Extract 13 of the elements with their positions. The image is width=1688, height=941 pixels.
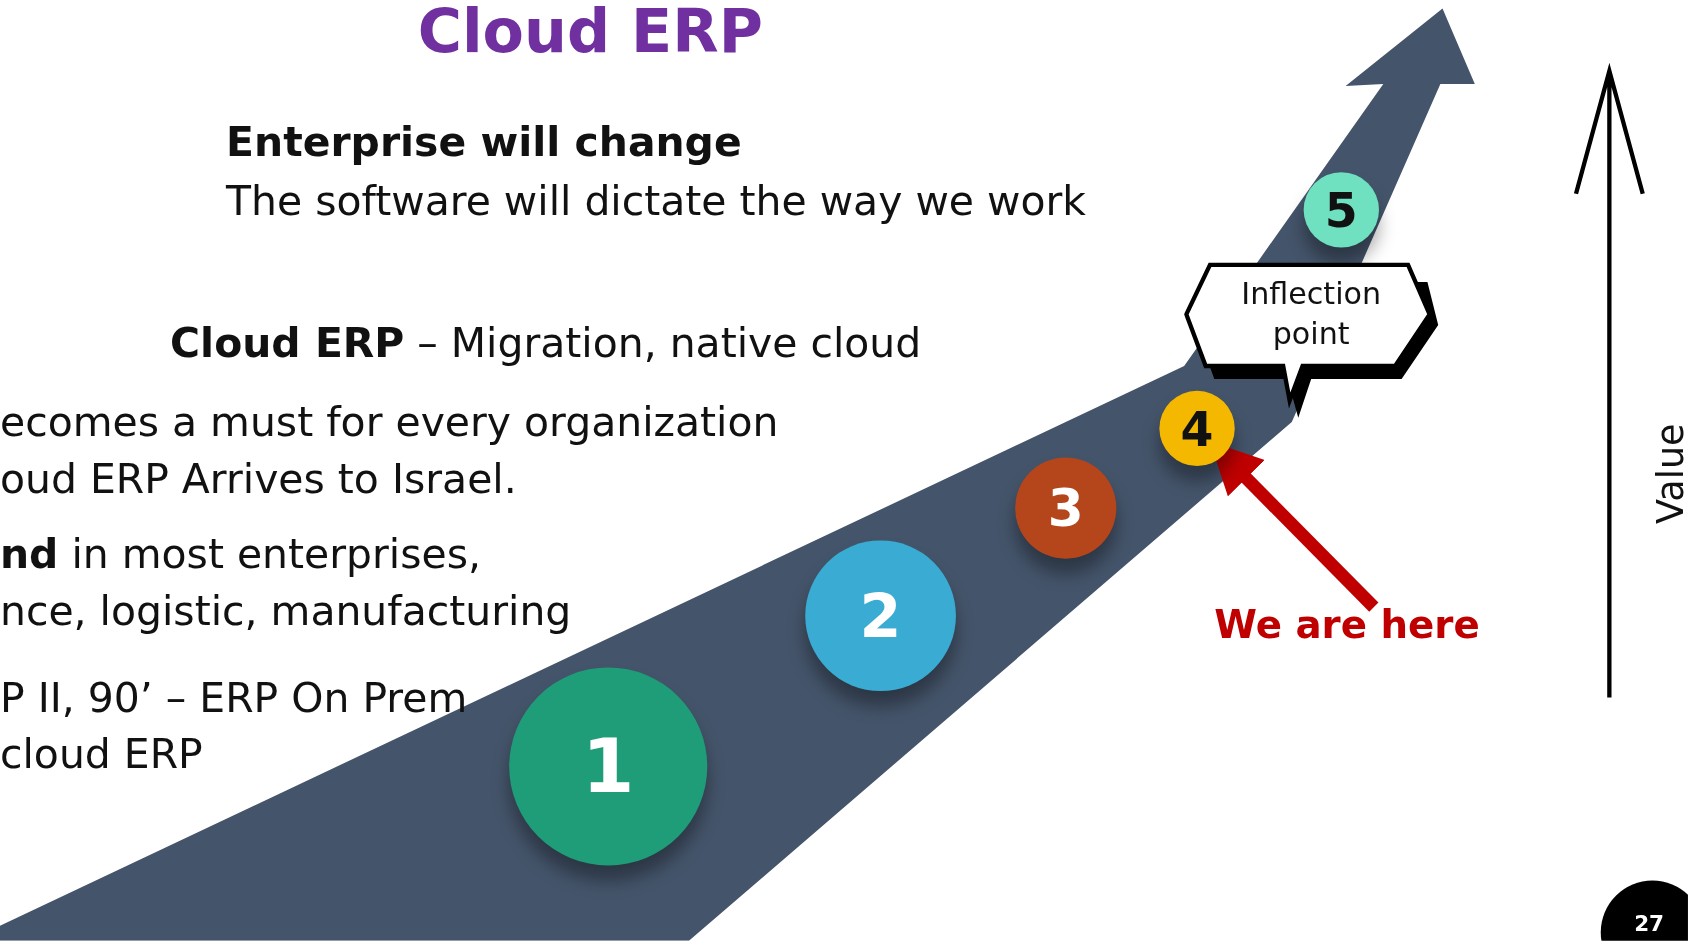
text-line: nce, logistic, manufacturing bbox=[0, 587, 572, 636]
text-line: ecomes a must for every organization bbox=[0, 398, 779, 446]
text-line: nd in most enterprises, bbox=[0, 530, 481, 579]
callout-text: We are here bbox=[1214, 602, 1480, 647]
text-line: cloud ERP bbox=[0, 729, 203, 778]
text-line: Cloud ERP – Migration, native cloud bbox=[170, 319, 922, 368]
subheading: The software will dictate the way we work bbox=[226, 177, 1086, 225]
text-line: oud ERP Arrives to Israel. bbox=[0, 455, 517, 503]
heading: Enterprise will change bbox=[226, 118, 742, 166]
text-line: P II, 90’ – ERP On Prem bbox=[0, 673, 468, 722]
title: Cloud ERP bbox=[417, 0, 763, 66]
axis-label: Value bbox=[1648, 423, 1688, 524]
page-number: 27 bbox=[1634, 910, 1665, 937]
